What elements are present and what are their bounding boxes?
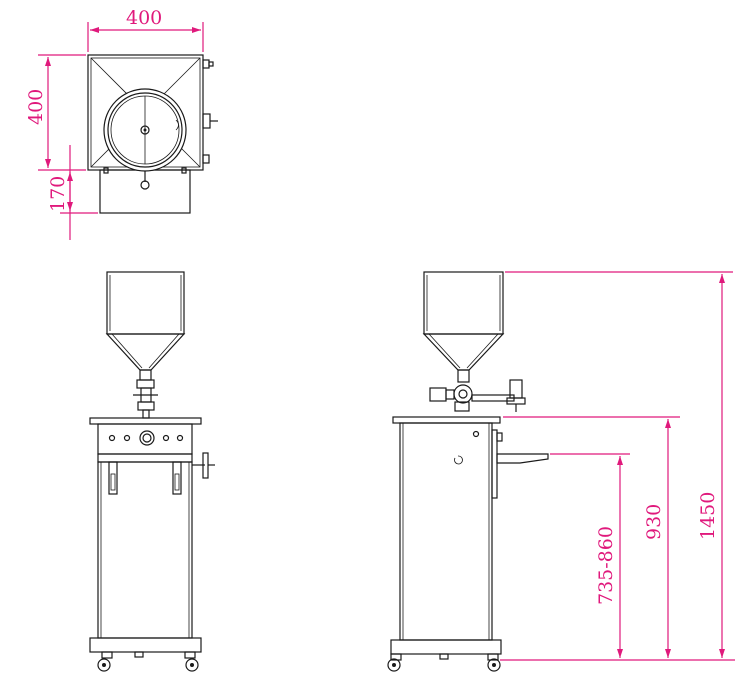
front-casters	[97, 651, 199, 672]
side-view	[387, 271, 549, 672]
side-dimensions: 735-860 930 1450	[500, 271, 735, 661]
front-view	[89, 271, 215, 672]
dim-nozzle-height: 735-860	[595, 526, 617, 605]
dim-table-height: 930	[643, 504, 665, 540]
top-view	[87, 54, 218, 214]
side-casters	[387, 653, 501, 672]
dim-top-width: 400	[126, 7, 162, 29]
top-dimensions: 400 400 170	[25, 7, 204, 240]
dim-top-depth: 400	[25, 89, 47, 125]
dim-top-offset: 170	[47, 176, 69, 212]
dim-total-height: 1450	[697, 492, 719, 540]
